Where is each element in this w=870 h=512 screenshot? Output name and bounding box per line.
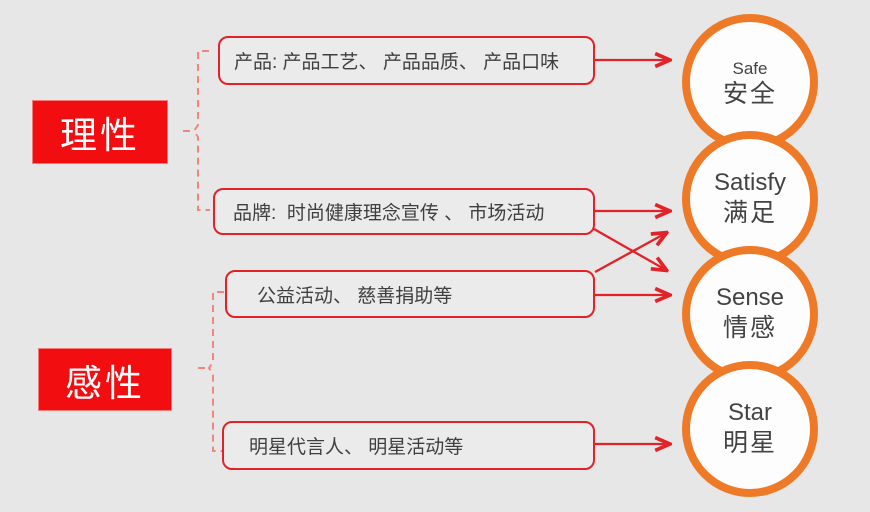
outcome-label-safe: Safe 安全 — [680, 14, 820, 154]
outcome-label-satisfy: Satisfy 满足 — [680, 129, 820, 269]
category-label-rational: 理性 — [60, 115, 140, 156]
factor-box-product: 产品: 产品工艺、 产品品质、 产品口味 — [218, 36, 595, 85]
bracket-rational — [183, 50, 210, 211]
outcome-zh-safe: 安全 — [722, 80, 777, 108]
category-box-emotional: 感性 — [38, 348, 172, 411]
bracket-emotional — [198, 291, 225, 452]
category-label-emotional: 感性 — [65, 362, 145, 404]
arrow-charity-to-satisfy — [594, 233, 666, 274]
outcome-label-star: Star 明星 — [680, 359, 820, 499]
outcome-circles — [682, 14, 818, 497]
factor-box-brand: 品牌: 时尚健康理念宣传 、 市场活动 — [213, 188, 595, 235]
category-box-rational: 理性 — [32, 100, 168, 164]
outcome-en-sense: Sense — [715, 284, 785, 312]
outcome-label-sense: Sense 情感 — [680, 244, 820, 384]
outcome-zh-sense: 情感 — [722, 314, 777, 343]
factor-text-charity: 公益活动、 慈善捐助等 — [257, 285, 453, 307]
outcome-en-safe: Safe — [732, 58, 768, 78]
factor-box-charity: 公益活动、 慈善捐助等 — [225, 270, 595, 318]
outcome-en-star: Star — [727, 399, 772, 427]
factor-text-product: 产品: 产品工艺、 产品品质、 产品口味 — [234, 52, 560, 73]
circle-star — [682, 361, 818, 497]
factor-text-brand: 品牌: 时尚健康理念宣传 、 市场活动 — [233, 203, 545, 224]
factor-text-star: 明星代言人、 明星活动等 — [249, 437, 464, 458]
factor-box-star: 明星代言人、 明星活动等 — [222, 421, 595, 470]
arrow-brand-to-sense — [593, 228, 666, 270]
outcome-zh-star: 明星 — [722, 429, 777, 458]
outcome-zh-satisfy: 满足 — [722, 199, 777, 228]
outcome-en-satisfy: Satisfy — [713, 169, 787, 197]
